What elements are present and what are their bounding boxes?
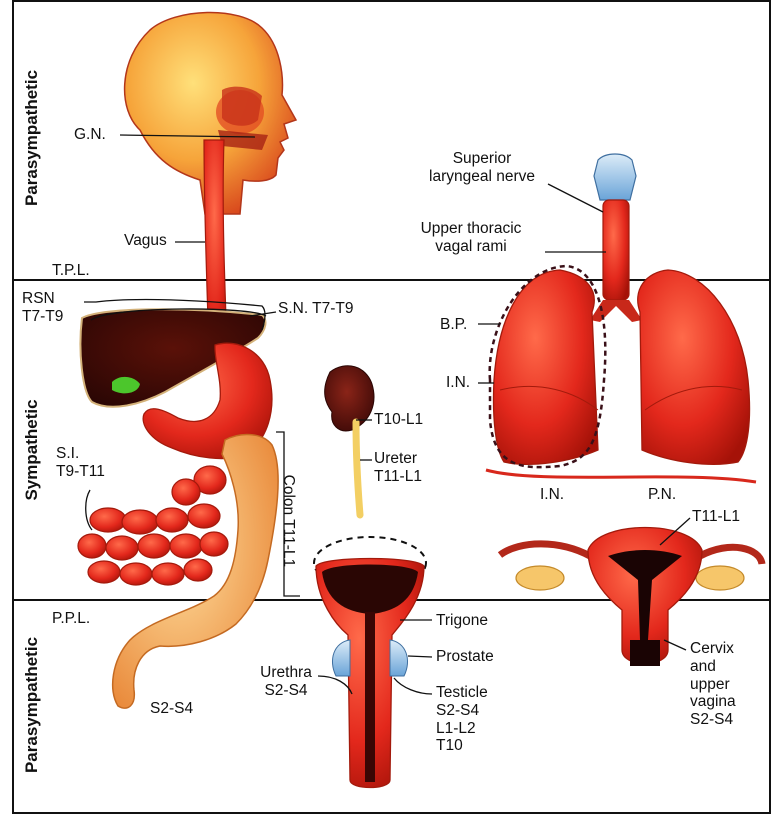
section-label-top: Parasympathetic <box>22 18 42 258</box>
label-tpl: T.P.L. <box>52 262 90 280</box>
label-bp: B.P. <box>440 316 467 334</box>
bladder-icon <box>314 537 426 788</box>
label-t11l1: T11-L1 <box>692 508 740 526</box>
label-pn: P.N. <box>648 486 676 504</box>
trachea-icon <box>590 154 642 322</box>
label-prostate: Prostate <box>436 648 494 666</box>
label-rsn: RSN T7-T9 <box>22 290 63 326</box>
label-s2s4: S2-S4 <box>150 700 193 718</box>
label-cervix: Cervix and upper vagina S2-S4 <box>690 640 736 729</box>
intestine-icon <box>78 466 228 585</box>
label-urethra: Urethra S2-S4 <box>246 664 326 700</box>
ureter-icon <box>356 422 360 515</box>
section-label-middle: Sympathetic <box>22 330 42 570</box>
label-trigone: Trigone <box>436 612 488 630</box>
label-colon: Colon T11-L1 <box>279 441 297 601</box>
label-in-upper: I.N. <box>446 374 470 392</box>
label-testicle: Testicle S2-S4 L1-L2 T10 <box>436 684 488 755</box>
label-sn: S.N. T7-T9 <box>278 300 354 318</box>
label-superior-laryngeal: Superior laryngeal nerve <box>412 150 552 186</box>
section-label-bottom: Parasympathetic <box>22 585 42 825</box>
label-in-lower: I.N. <box>540 486 564 504</box>
label-si: S.I. T9-T11 <box>56 445 105 481</box>
kidney-icon <box>325 366 374 431</box>
label-gn: G.N. <box>74 126 106 144</box>
label-t10l1: T10-L1 <box>374 411 423 429</box>
label-ppl: P.P.L. <box>52 610 90 628</box>
label-upper-thoracic: Upper thoracic vagal rami <box>396 220 546 256</box>
label-vagus: Vagus <box>124 232 167 250</box>
label-ureter: Ureter T11-L1 <box>374 450 422 486</box>
